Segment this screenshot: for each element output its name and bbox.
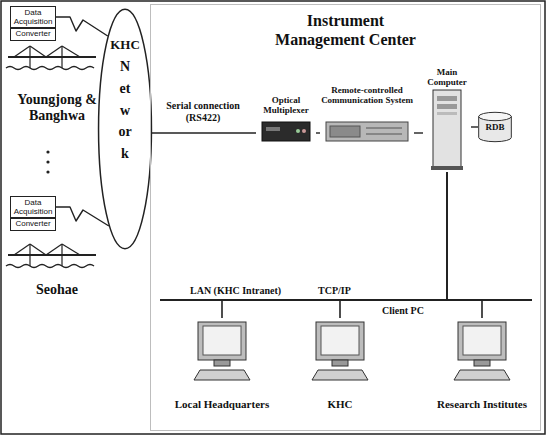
client-pc-node: KHC [300,318,380,426]
client-pc-icon [454,322,510,380]
wireless-link [56,207,109,226]
communication-system-node: Remote-controlled Communication System [320,84,414,144]
client-pc-node: Local Headquarters [172,318,272,426]
bridge-illustration [6,244,96,268]
link-line [471,126,478,127]
client-pc-icon [194,322,250,380]
node-text: Data Acquisition [12,199,54,217]
protocol-label: TCP/IP [318,285,368,296]
lan-link [340,172,447,318]
client-label: Client PC [382,305,442,316]
serial-link [152,132,256,133]
communication-device-icon [326,122,408,141]
ellipsis-dots [46,150,49,173]
data-acquisition-box: Data Acquisition [10,6,56,28]
main-computer-node: Main Computer [423,66,471,172]
wireless-link [56,17,108,36]
node-text: Data Acquisition [12,9,54,27]
client-pc-node: Research Institutes [434,318,530,428]
network-label: LAN (KHC Intranet) [190,285,300,296]
node-subtext: Network [118,56,132,164]
node-text: KHC [300,398,380,410]
converter-box: Converter [10,218,56,231]
data-acquisition-box: Data Acquisition [10,196,56,218]
link-line [414,132,423,133]
server-tower-icon [431,90,463,170]
node-text: Main Computer [423,68,471,88]
link-line [316,132,320,133]
node-text: Converter [12,30,54,39]
converter-box: Converter [10,28,56,41]
node-text: Converter [12,220,54,229]
multiplexer-icon [262,122,310,141]
node-text: Research Institutes [434,398,530,410]
site-name: Youngjong & Banghwa [12,92,102,124]
site-name: Seohae [12,282,102,298]
client-pc-icon [312,322,368,380]
node-text: KHC [110,38,140,52]
edge-label: Serial connection (RS422) [157,100,249,123]
bridge-illustration [6,46,96,70]
multiplexer-node: Optical Multiplexer [256,94,316,144]
network-ellipse: KHC Network [98,8,152,250]
node-text: RDB [478,123,512,133]
node-text: Remote-controlled Communication System [320,86,414,106]
node-text: Instrument Management Center [263,11,428,49]
database-cylinder: RDB [478,112,512,142]
node-text: Local Headquarters [172,398,272,410]
lan-link [447,172,482,318]
management-center-panel: Instrument Management CenterOptical Mult… [150,4,541,431]
lan-link [222,172,447,318]
node-text: Optical Multiplexer [256,96,316,116]
